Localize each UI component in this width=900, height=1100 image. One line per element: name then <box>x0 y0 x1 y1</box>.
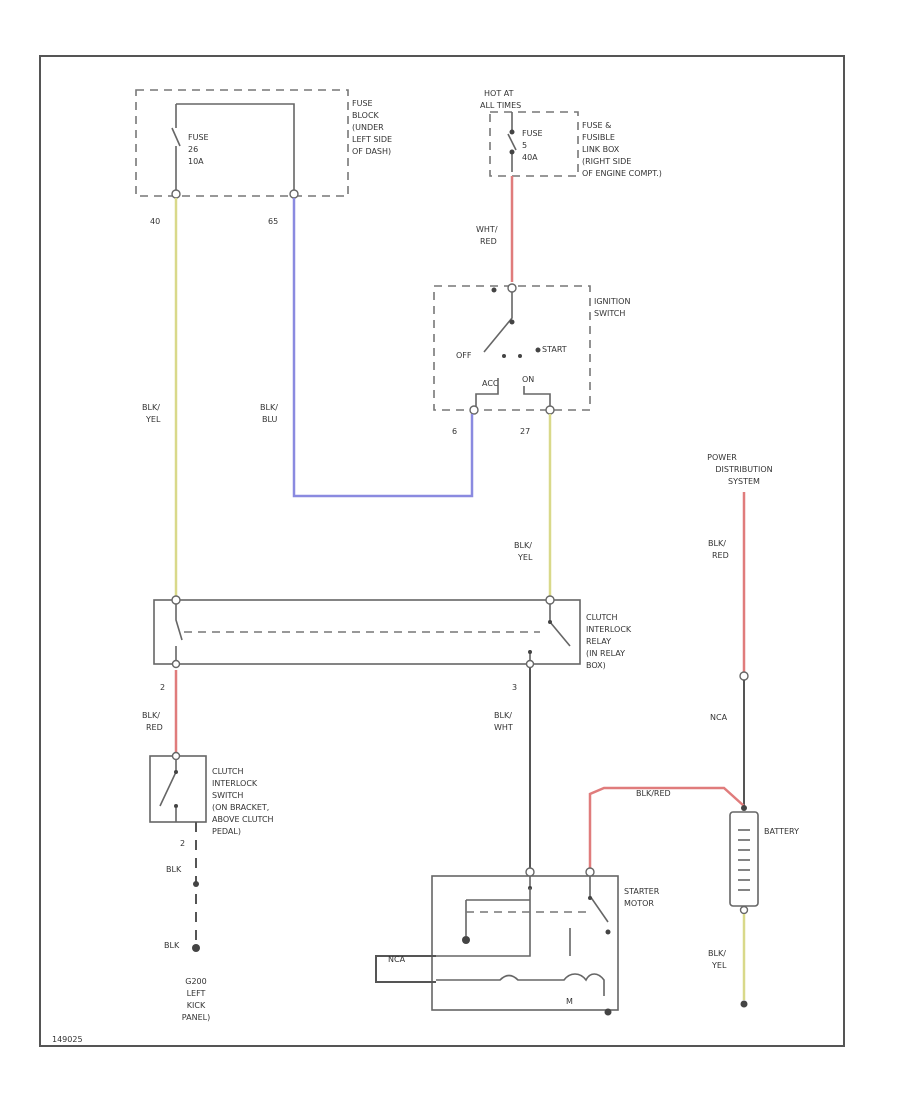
power-dist-line1: POWER <box>707 453 737 462</box>
figure-id: 149025 <box>52 1035 83 1044</box>
fuse-5-label-line2: 5 <box>522 141 527 150</box>
wire-nca-starter-label: NCA <box>388 955 406 964</box>
clutch-interlock-switch: CLUTCH INTERLOCK SWITCH (ON BRACKET, ABO… <box>149 751 274 848</box>
wire-blk-ground-label: BLK <box>164 941 180 950</box>
fusible-link-box: HOT AT ALL TIMES FUSE 5 40A FUSE & FUSIB… <box>480 89 662 178</box>
fuse-26-label-line1: FUSE <box>188 133 209 142</box>
ignition-pin-left: 6 <box>452 427 457 436</box>
ground-label-line4: PANEL) <box>182 1013 210 1022</box>
clutch-switch-label-line5: ABOVE CLUTCH <box>212 815 274 824</box>
relay-pin-right: 3 <box>512 683 517 692</box>
fusible-link-location-line2: FUSIBLE <box>582 133 615 142</box>
fuse-block: FUSE 26 10A FUSE BLOCK (UNDER LEFT SIDE … <box>135 89 392 226</box>
fusible-link-location-line1: FUSE & <box>582 121 611 130</box>
battery-ground-terminal <box>740 1000 748 1008</box>
wire-blk-yel-mid-label-line1: BLK/ <box>514 541 532 550</box>
fusible-link-location-line3: LINK BOX <box>582 145 620 154</box>
ignition-label-line2: SWITCH <box>594 309 625 318</box>
starter-label-line2: MOTOR <box>624 899 654 908</box>
ground-terminal <box>192 944 200 952</box>
relay-pin-left: 2 <box>160 683 165 692</box>
fuse-block-location-line1: FUSE <box>352 99 373 108</box>
wire-blk-blu <box>292 198 474 498</box>
clutch-switch-label-line4: (ON BRACKET, <box>212 803 269 812</box>
wire-blk-red-left-label-line2: RED <box>146 723 163 732</box>
wire-blk-yel-left-label-line1: BLK/ <box>142 403 160 412</box>
wire-blk-red-battery <box>588 786 745 868</box>
relay-label-line5: BOX) <box>586 661 606 670</box>
fuse-block-location-line5: OF DASH) <box>352 147 391 156</box>
relay-label-line4: (IN RELAY <box>586 649 625 658</box>
clutch-switch-pin: 2 <box>180 839 185 848</box>
fuse-26-label-line2: 26 <box>188 145 198 154</box>
relay-label-line2: INTERLOCK <box>586 625 632 634</box>
wire-blk-yel-battery-label-line1: BLK/ <box>708 949 726 958</box>
ignition-acc-label: ACC <box>482 379 499 388</box>
wire-blk-wht-label-line2: WHT <box>494 723 513 732</box>
ignition-switch: OFF START ACC ON IGNITION SWITCH 6 27 <box>433 283 630 436</box>
wire-blk-red-left-label-line1: BLK/ <box>142 711 160 720</box>
ignition-start-label: START <box>542 345 567 354</box>
ignition-off-label: OFF <box>456 351 472 360</box>
starter-label-line1: STARTER <box>624 887 660 896</box>
wire-blk-wht-label-line1: BLK/ <box>494 711 512 720</box>
hot-label-line1: HOT AT <box>484 89 514 98</box>
power-distribution-system: POWER DISTRIBUTION SYSTEM <box>707 453 772 486</box>
wire-blk-red-right-label-line2: RED <box>712 551 729 560</box>
wire-nca-starter <box>375 955 436 983</box>
ignition-on-label: ON <box>522 375 534 384</box>
ground-label-line3: KICK <box>187 1001 206 1010</box>
wire-blk-yel-mid-label-line2: YEL <box>517 553 533 562</box>
wire-blk-blu-label-line1: BLK/ <box>260 403 278 412</box>
ignition-label-line1: IGNITION <box>594 297 630 306</box>
clutch-switch-label-line6: PEDAL) <box>212 827 241 836</box>
fuse-5-label-line3: 40A <box>522 153 538 162</box>
ignition-pin-right: 27 <box>520 427 530 436</box>
connector-right <box>739 671 749 681</box>
power-dist-line2: DISTRIBUTION <box>715 465 772 474</box>
ground-label-line2: LEFT <box>187 989 206 998</box>
fuse-block-pin-left: 40 <box>150 217 160 226</box>
wire-blk-yel-left-label-line2: YEL <box>145 415 161 424</box>
fuse-block-pin-right: 65 <box>268 217 278 226</box>
battery: BATTERY <box>729 811 799 915</box>
clutch-interlock-relay: CLUTCH INTERLOCK RELAY (IN RELAY BOX) 2 … <box>153 595 632 692</box>
wire-wht-red-label-line1: WHT/ <box>476 225 498 234</box>
clutch-switch-label-line3: SWITCH <box>212 791 243 800</box>
wire-blk-red-battery-label: BLK/RED <box>636 789 671 798</box>
power-dist-line3: SYSTEM <box>728 477 760 486</box>
fuse-26-label-line3: 10A <box>188 157 204 166</box>
ground-label-line1: G200 <box>185 977 206 986</box>
wire-blk-yel-battery-label-line2: YEL <box>711 961 727 970</box>
clutch-switch-label-line2: INTERLOCK <box>212 779 258 788</box>
fuse-5-label-line1: FUSE <box>522 129 543 138</box>
relay-label-line3: RELAY <box>586 637 611 646</box>
diagram-border <box>39 55 845 1047</box>
ground-g200: G200 LEFT KICK PANEL) <box>182 977 210 1022</box>
hot-label-line2: ALL TIMES <box>480 101 521 110</box>
starter-m-label: M <box>566 997 573 1006</box>
relay-label-line1: CLUTCH <box>586 613 618 622</box>
wire-nca-right-label: NCA <box>710 713 728 722</box>
fusible-link-location-line5: OF ENGINE COMPT.) <box>582 169 662 178</box>
wire-blk-red-right-label-line1: BLK/ <box>708 539 726 548</box>
starter-motor: M STARTER MOTOR <box>431 867 660 1016</box>
wire-blk-blu-label-line2: BLU <box>262 415 278 424</box>
wire-blk-clutch-label: BLK <box>166 865 182 874</box>
fusible-link-location-line4: (RIGHT SIDE <box>582 157 631 166</box>
fuse-block-location-line2: BLOCK <box>352 111 380 120</box>
wire-wht-red-label-line2: RED <box>480 237 497 246</box>
clutch-switch-label-line1: CLUTCH <box>212 767 244 776</box>
fuse-block-location-line4: LEFT SIDE <box>352 135 392 144</box>
fuse-block-location-line3: (UNDER <box>352 123 384 132</box>
battery-label: BATTERY <box>764 827 799 836</box>
